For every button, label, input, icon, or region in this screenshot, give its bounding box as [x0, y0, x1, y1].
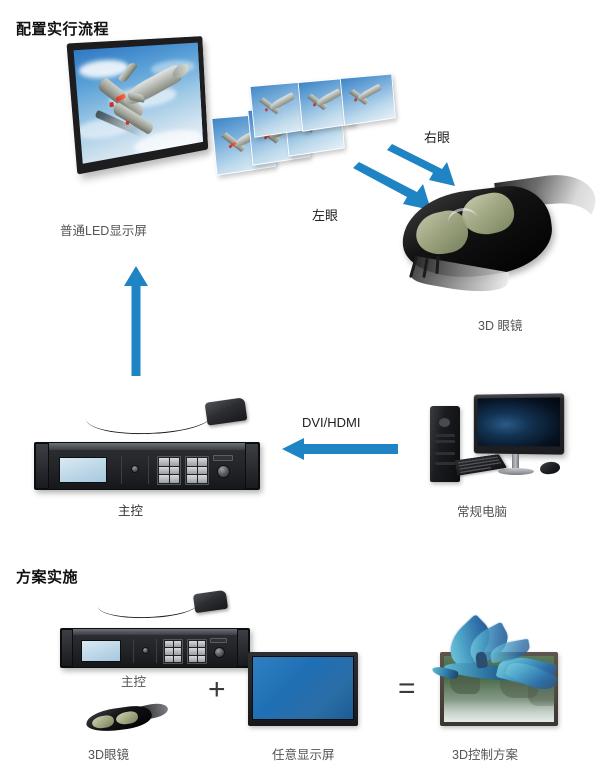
implementation-controller-caption: 主控	[121, 675, 147, 689]
controller-device-main	[34, 397, 260, 490]
any-display-monitor	[248, 652, 358, 726]
mist-overlay	[444, 699, 554, 722]
frame-6	[339, 73, 396, 126]
led-display-panel	[66, 36, 209, 175]
dvi-hdmi-label: DVI/HDMI	[302, 415, 361, 430]
computer-tower	[430, 406, 460, 482]
result-display-monitor	[431, 614, 558, 726]
computer-monitor	[473, 393, 565, 455]
computer-monitor-screen	[477, 397, 561, 447]
led-display-caption: 普通LED显示屏	[60, 224, 147, 238]
flow-section-title: 配置实行流程	[16, 21, 110, 38]
left-eye-arrow	[350, 162, 436, 214]
monitor-stand-base	[498, 468, 534, 475]
banshee-creature	[431, 614, 562, 710]
glasses-nose-pads	[409, 254, 458, 288]
left-eye-arrow-icon	[353, 162, 431, 210]
left-arrow-icon	[282, 438, 398, 460]
ir-emitter	[204, 397, 248, 426]
controller-device-implementation	[60, 588, 250, 668]
ir-emitter-cable	[85, 397, 213, 437]
3d-glasses-large	[390, 168, 600, 299]
jet-graphic-main	[87, 57, 194, 158]
hp-logo-icon	[439, 418, 450, 427]
plus-operator: +	[208, 673, 226, 706]
controller-to-display-arrow	[123, 266, 149, 376]
computer-mouse	[539, 460, 561, 476]
equals-operator: =	[398, 672, 416, 705]
left-eye-label: 左眼	[312, 208, 339, 223]
any-display-screen	[252, 656, 354, 720]
3d-glasses-small	[80, 700, 170, 740]
right-eye-label: 右眼	[424, 130, 451, 145]
right-eye-arrow	[384, 144, 458, 188]
ir-emitter-small	[192, 589, 229, 614]
monitor-stand-neck	[512, 454, 519, 470]
controller-caption: 主控	[118, 504, 144, 518]
dvi-hdmi-arrow	[282, 438, 398, 460]
implementation-glasses-caption: 3D眼镜	[88, 748, 129, 762]
computer-caption: 常规电脑	[457, 505, 508, 519]
any-display-caption: 任意显示屏	[272, 748, 335, 762]
result-display-screen	[431, 614, 558, 722]
right-eye-arrow-icon	[387, 144, 455, 186]
up-arrow-icon	[124, 266, 148, 376]
led-display-screen	[73, 42, 204, 164]
desktop-computer	[428, 388, 588, 488]
result-caption: 3D控制方案	[452, 748, 518, 762]
implementation-section-title: 方案实施	[16, 569, 79, 586]
3d-glasses-caption: 3D 眼镜	[478, 319, 523, 333]
ir-emitter-cable-small	[97, 590, 199, 620]
